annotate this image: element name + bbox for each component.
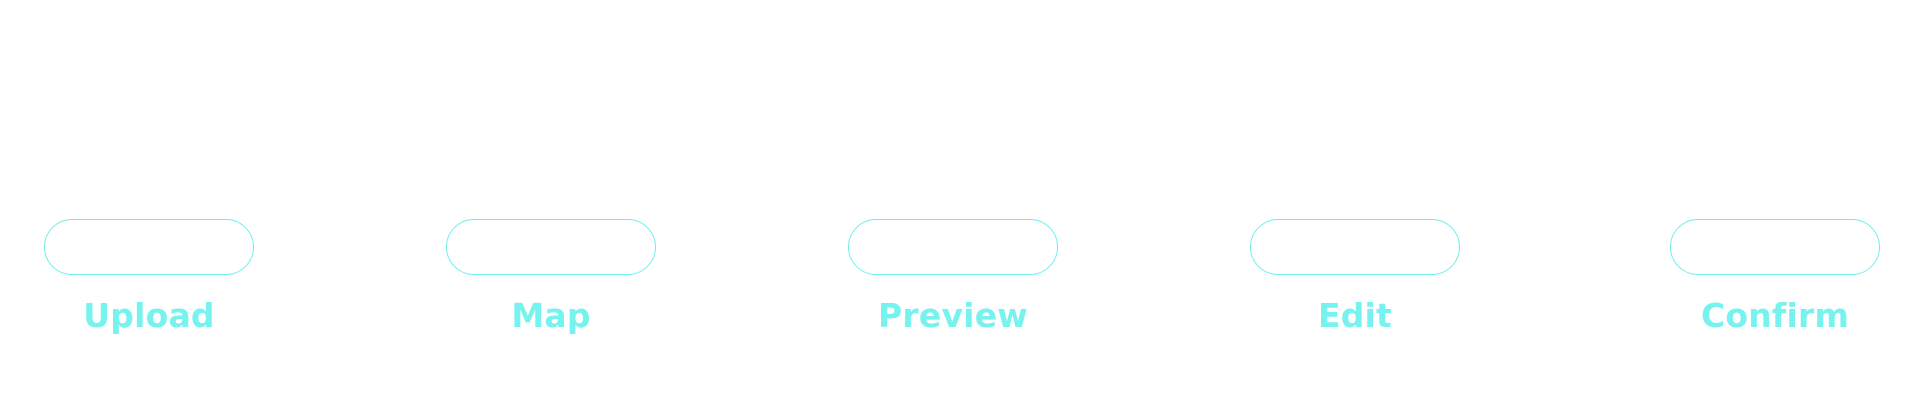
step-edit[interactable]: Edit bbox=[1249, 219, 1461, 332]
step-indicator[interactable] bbox=[1250, 219, 1460, 275]
step-label: Upload bbox=[83, 296, 215, 335]
step-preview[interactable]: Preview bbox=[847, 219, 1059, 332]
step-confirm[interactable]: Confirm bbox=[1669, 219, 1881, 332]
step-label: Preview bbox=[878, 296, 1028, 335]
step-upload[interactable]: Upload bbox=[43, 219, 255, 332]
step-label: Confirm bbox=[1700, 296, 1850, 335]
step-indicator[interactable] bbox=[1670, 219, 1880, 275]
step-indicator[interactable] bbox=[446, 219, 656, 275]
step-indicator[interactable] bbox=[44, 219, 254, 275]
step-map[interactable]: Map bbox=[445, 219, 657, 332]
step-label: Map bbox=[511, 296, 591, 335]
step-indicator[interactable] bbox=[848, 219, 1058, 275]
step-label: Edit bbox=[1317, 296, 1393, 335]
